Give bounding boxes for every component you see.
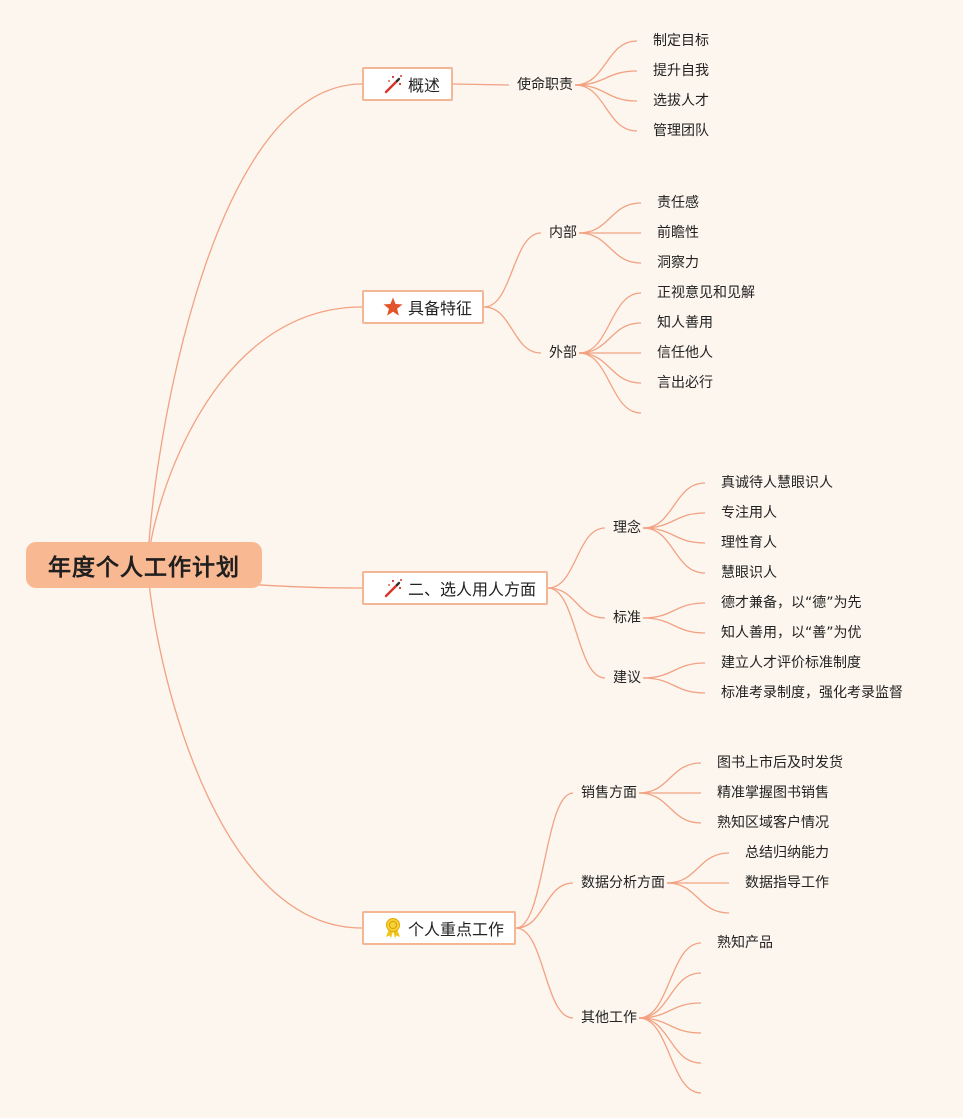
root-topic[interactable]: 年度个人工作计划 bbox=[26, 542, 262, 588]
leaf-item[interactable]: 理性育人 bbox=[721, 535, 777, 551]
subtopic[interactable]: 理念 bbox=[613, 520, 641, 536]
leaf-item[interactable]: 图书上市后及时发货 bbox=[717, 755, 843, 771]
branch-label: 概述 bbox=[408, 76, 441, 95]
connector-line bbox=[638, 1017, 702, 1094]
leaf-item[interactable]: 建立人才评价标准制度 bbox=[721, 655, 861, 671]
subtopic[interactable]: 标准 bbox=[613, 610, 641, 626]
connector-line bbox=[642, 677, 706, 694]
leaf-item[interactable]: 慧眼识人 bbox=[721, 565, 777, 581]
branch-topic[interactable]: 二、选人用人方面 bbox=[362, 571, 548, 605]
connector-line bbox=[574, 70, 638, 86]
leaf-item[interactable]: 知人善用 bbox=[657, 315, 713, 331]
connector-line bbox=[147, 306, 363, 566]
connector-line bbox=[578, 352, 642, 384]
connector-line bbox=[147, 564, 363, 929]
leaf-item[interactable]: 标准考录制度，强化考录监督 bbox=[721, 685, 903, 701]
connector-line bbox=[578, 292, 642, 354]
subtopic[interactable]: 销售方面 bbox=[581, 785, 637, 801]
subtopic[interactable]: 数据分析方面 bbox=[581, 875, 665, 891]
connector-line bbox=[642, 482, 706, 529]
star-icon bbox=[382, 296, 404, 318]
branch-label: 个人重点工作 bbox=[408, 920, 505, 939]
connector-line bbox=[578, 202, 642, 234]
leaf-item[interactable]: 熟知产品 bbox=[717, 935, 773, 951]
connector-line bbox=[147, 83, 363, 566]
connector-line bbox=[515, 882, 574, 929]
connector-line bbox=[642, 527, 706, 574]
connector-line bbox=[574, 84, 638, 102]
branch-topic[interactable]: 具备特征 bbox=[362, 290, 484, 324]
leaf-item[interactable]: 选拔人才 bbox=[653, 93, 709, 109]
leaf-item[interactable]: 真诚待人慧眼识人 bbox=[721, 475, 833, 491]
connector-line bbox=[483, 306, 542, 354]
connector-line bbox=[578, 322, 642, 354]
leaf-item[interactable]: 精准掌握图书销售 bbox=[717, 785, 829, 801]
connector-line bbox=[638, 762, 702, 794]
connector-line bbox=[642, 512, 706, 529]
connector-line bbox=[547, 587, 606, 619]
leaf-item[interactable]: 提升自我 bbox=[653, 63, 709, 79]
connector-line bbox=[638, 942, 702, 1019]
connector-line bbox=[515, 792, 574, 929]
leaf-item[interactable]: 洞察力 bbox=[657, 255, 699, 271]
connector-line bbox=[515, 927, 574, 1019]
connector-line bbox=[578, 352, 642, 414]
connector-line bbox=[574, 40, 638, 86]
connector-line bbox=[547, 587, 606, 679]
subtopic[interactable]: 其他工作 bbox=[581, 1010, 637, 1026]
connector-line bbox=[578, 232, 642, 264]
leaf-item[interactable]: 管理团队 bbox=[653, 123, 709, 139]
magic-wand-icon bbox=[382, 577, 404, 599]
leaf-item[interactable]: 正视意见和见解 bbox=[657, 285, 755, 301]
leaf-item[interactable]: 言出必行 bbox=[657, 375, 713, 391]
connector-line bbox=[638, 972, 702, 1019]
connector-line bbox=[638, 1017, 702, 1064]
connector-line bbox=[666, 882, 730, 914]
leaf-item[interactable]: 总结归纳能力 bbox=[745, 845, 829, 861]
leaf-item[interactable]: 知人善用，以“善”为优 bbox=[721, 625, 862, 641]
magic-wand-icon bbox=[382, 73, 404, 95]
subtopic[interactable]: 外部 bbox=[549, 345, 577, 361]
leaf-item[interactable]: 信任他人 bbox=[657, 345, 713, 361]
leaf-item[interactable]: 前瞻性 bbox=[657, 225, 699, 241]
leaf-item[interactable]: 制定目标 bbox=[653, 33, 709, 49]
branch-label: 二、选人用人方面 bbox=[408, 580, 537, 599]
branch-topic[interactable]: 个人重点工作 bbox=[362, 911, 516, 945]
leaf-item[interactable]: 德才兼备，以“德”为先 bbox=[721, 595, 862, 611]
subtopic[interactable]: 建议 bbox=[613, 670, 641, 686]
leaf-item[interactable]: 专注用人 bbox=[721, 505, 777, 521]
award-ribbon-icon bbox=[382, 917, 404, 939]
connector-line bbox=[452, 83, 510, 86]
subtopic[interactable]: 使命职责 bbox=[517, 77, 573, 93]
subtopic[interactable]: 内部 bbox=[549, 225, 577, 241]
leaf-item[interactable]: 责任感 bbox=[657, 195, 699, 211]
connector-line bbox=[574, 84, 638, 132]
connector-line bbox=[642, 617, 706, 634]
connector-line bbox=[638, 792, 702, 824]
connector-line bbox=[642, 662, 706, 679]
connector-line bbox=[547, 527, 606, 589]
branch-label: 具备特征 bbox=[408, 299, 473, 318]
connector-line bbox=[666, 852, 730, 884]
leaf-item[interactable]: 数据指导工作 bbox=[745, 875, 829, 891]
connector-line bbox=[642, 602, 706, 619]
connector-line bbox=[638, 1002, 702, 1019]
leaf-item[interactable]: 熟知区域客户情况 bbox=[717, 815, 829, 831]
branch-topic[interactable]: 概述 bbox=[362, 67, 453, 101]
connector-line bbox=[483, 232, 542, 308]
